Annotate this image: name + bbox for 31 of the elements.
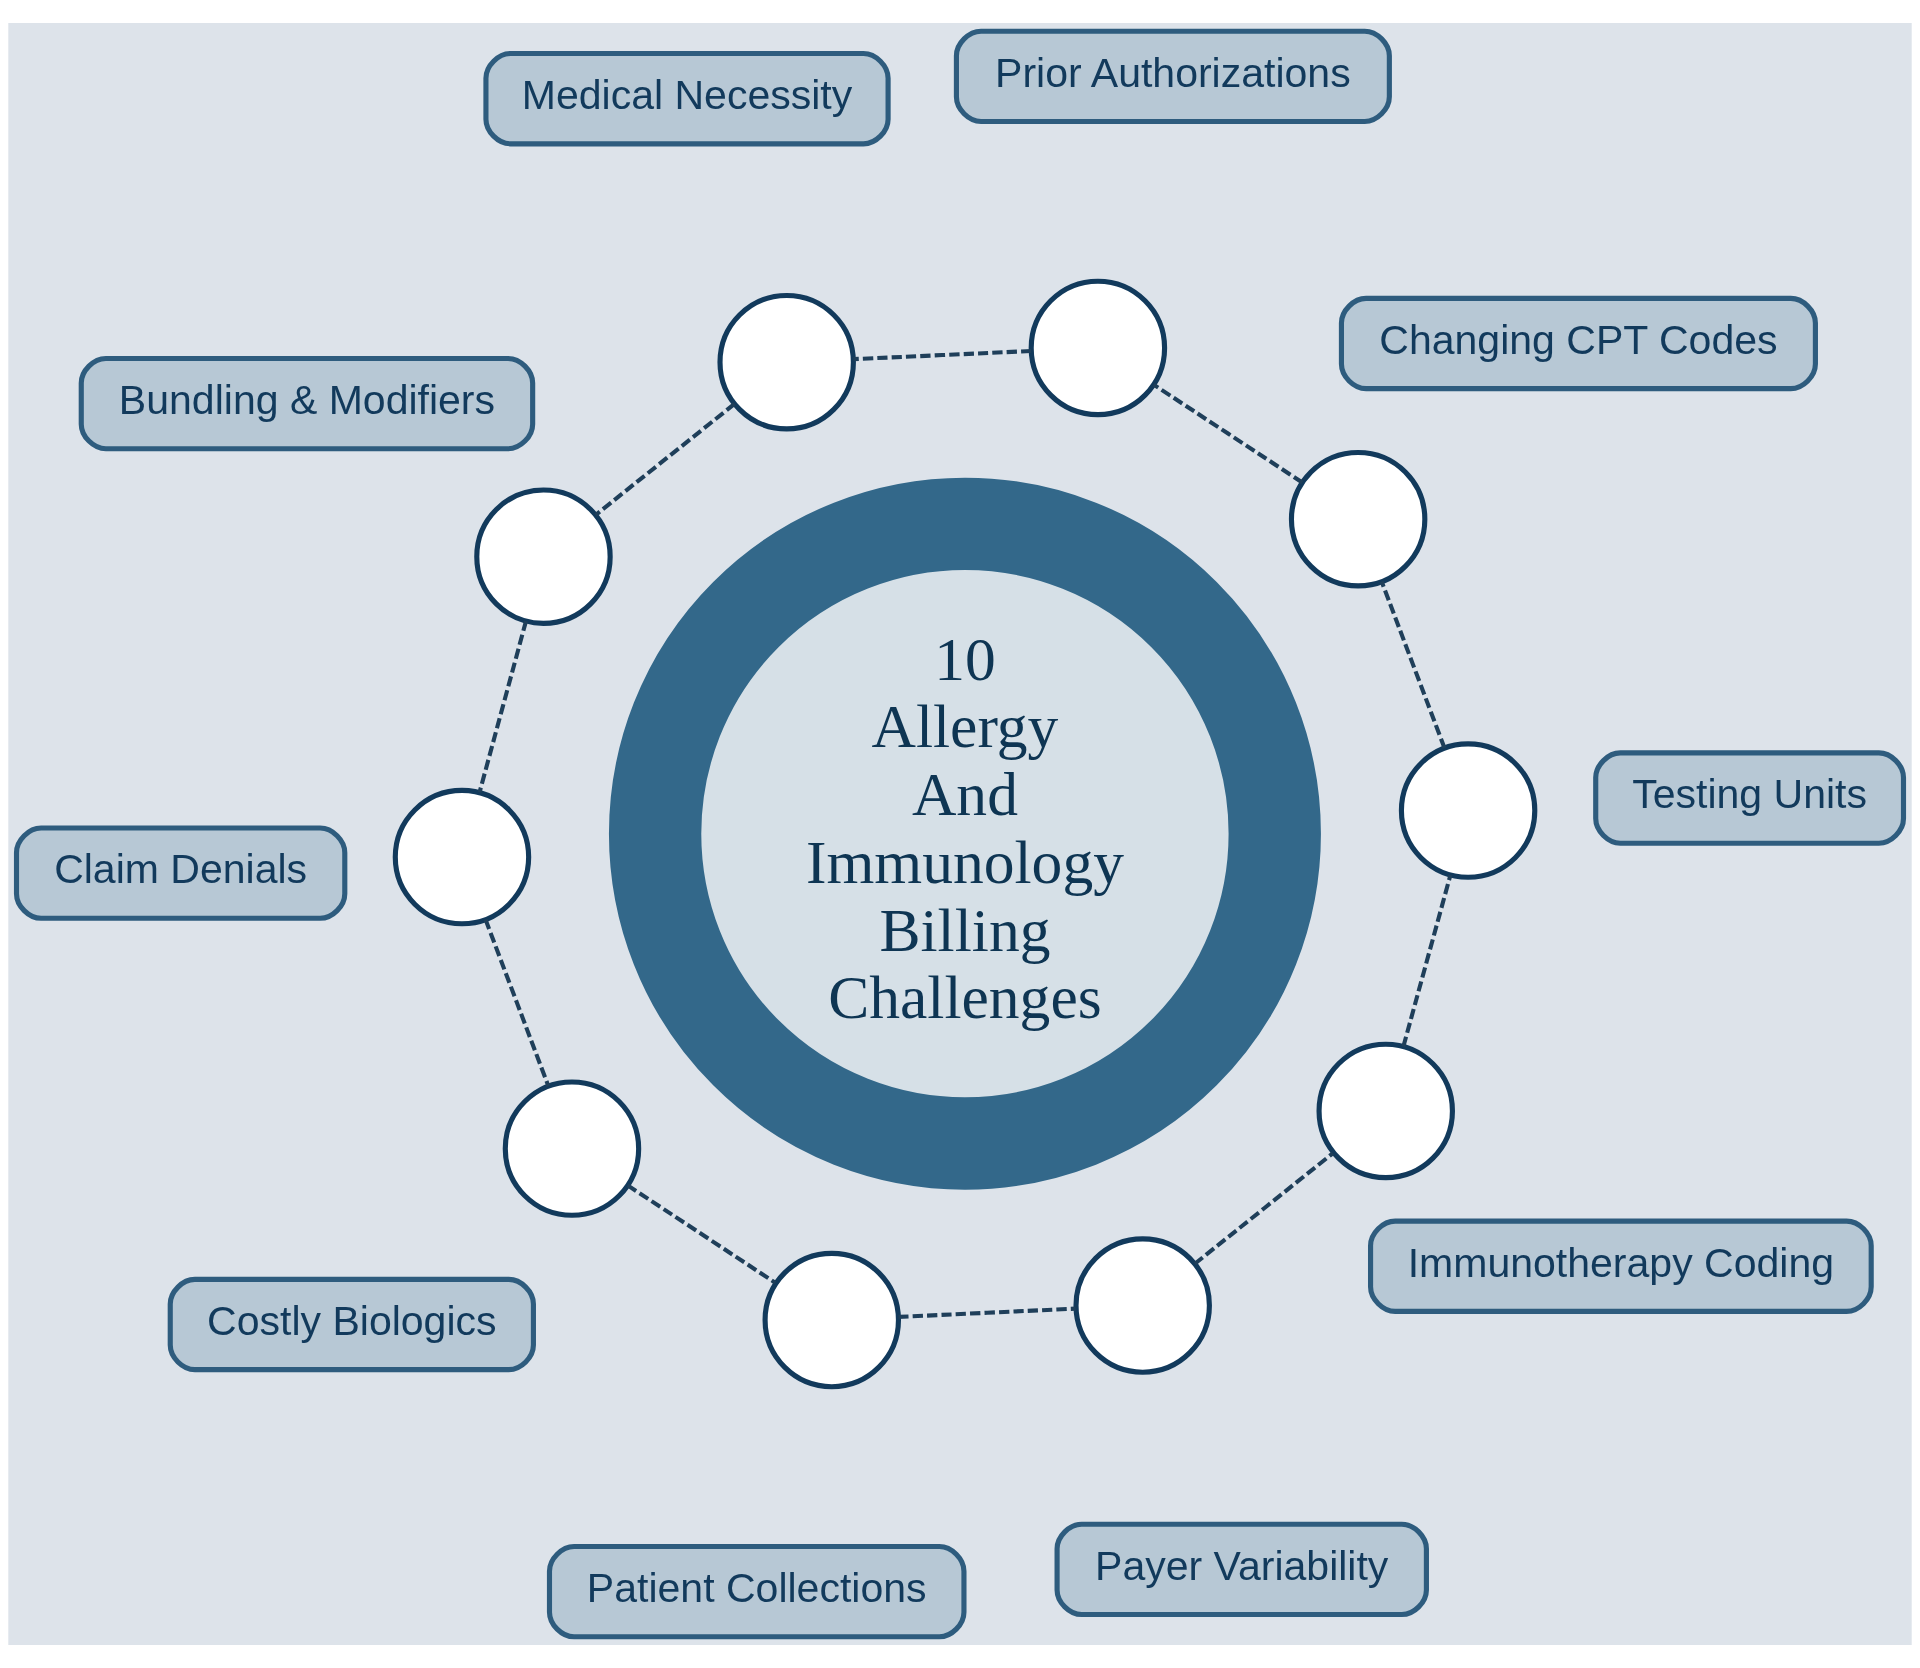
node-circle: 10 Allergy And Immunology Billing Challenges [608,477,1321,1190]
node-box: Payer Variability [1054,1521,1429,1618]
node-circle [1288,449,1428,589]
connector [1152,382,1304,485]
node-circle [1073,1236,1212,1375]
node-box: Bundling & Modifiers [78,355,536,452]
node-circle [1028,278,1168,418]
node-box: Claim Denials [13,825,348,921]
node-box: Testing Units [1593,750,1907,846]
node-box: Prior Authorizations [953,28,1392,125]
connector [898,1306,1076,1319]
node-circle [474,487,613,626]
node-box: Medical Necessity [483,50,891,147]
node-circle [1398,741,1538,880]
node-circle [392,787,532,927]
connector [594,402,736,517]
node-box: Changing CPT Codes [1338,295,1818,392]
node-box: Patient Collections [546,1543,967,1640]
connector [1193,1151,1335,1266]
connector [1379,580,1447,749]
connector [477,620,528,793]
connector [1401,874,1453,1048]
connector [626,1183,777,1285]
node-circle [502,1079,642,1218]
node-circle [1316,1041,1455,1181]
node-box: Costly Biologics [167,1276,536,1373]
connector [483,918,551,1087]
node-box: Immunotherapy Coding [1368,1218,1874,1314]
connector [853,348,1032,362]
node-circle [762,1250,902,1390]
node-circle [717,292,856,432]
